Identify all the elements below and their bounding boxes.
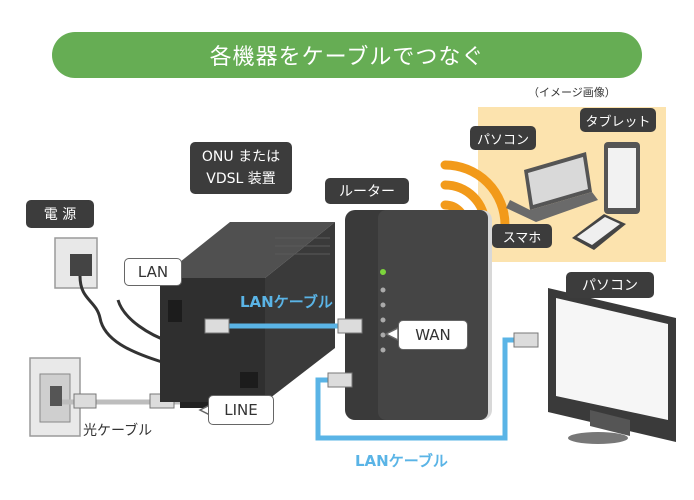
tablet-label: タブレット	[580, 108, 656, 132]
lan-cable-bottom-line	[315, 337, 530, 441]
power-label: 電 源	[26, 200, 94, 228]
pc-device-label: パソコン	[470, 126, 536, 150]
line-port-label: LINE	[208, 395, 274, 425]
lan-cable-top-label: LANケーブル	[240, 293, 333, 311]
page-title: 各機器をケーブルでつなぐ	[52, 32, 642, 78]
onu-device-icon	[160, 222, 335, 408]
wan-port-label: WAN	[398, 320, 468, 350]
laptop-icon	[506, 152, 598, 222]
onu-label-line1: ONU または	[201, 149, 281, 165]
tablet-icon	[604, 142, 640, 214]
fiber-wall-jack-icon	[29, 357, 81, 437]
smartphone-label: スマホ	[492, 224, 552, 248]
desktop-monitor-icon	[548, 288, 676, 444]
lan-cable-bottom-label: LANケーブル	[355, 452, 448, 470]
image-note: （イメージ画像）	[528, 86, 616, 99]
fiber-cable-label: 光ケーブル	[83, 423, 153, 439]
router-label: ルーター	[325, 178, 409, 204]
onu-label-line2: VDSL 装置	[206, 171, 276, 187]
smartphone-icon	[572, 214, 626, 250]
lan-port-label: LAN	[124, 258, 182, 286]
onu-label: ONU または VDSL 装置	[190, 142, 292, 194]
lan-cable-top-line	[204, 318, 363, 334]
pc-desktop-label: パソコン	[566, 272, 654, 298]
router-device-icon	[345, 210, 492, 420]
power-outlet-icon	[54, 237, 171, 364]
